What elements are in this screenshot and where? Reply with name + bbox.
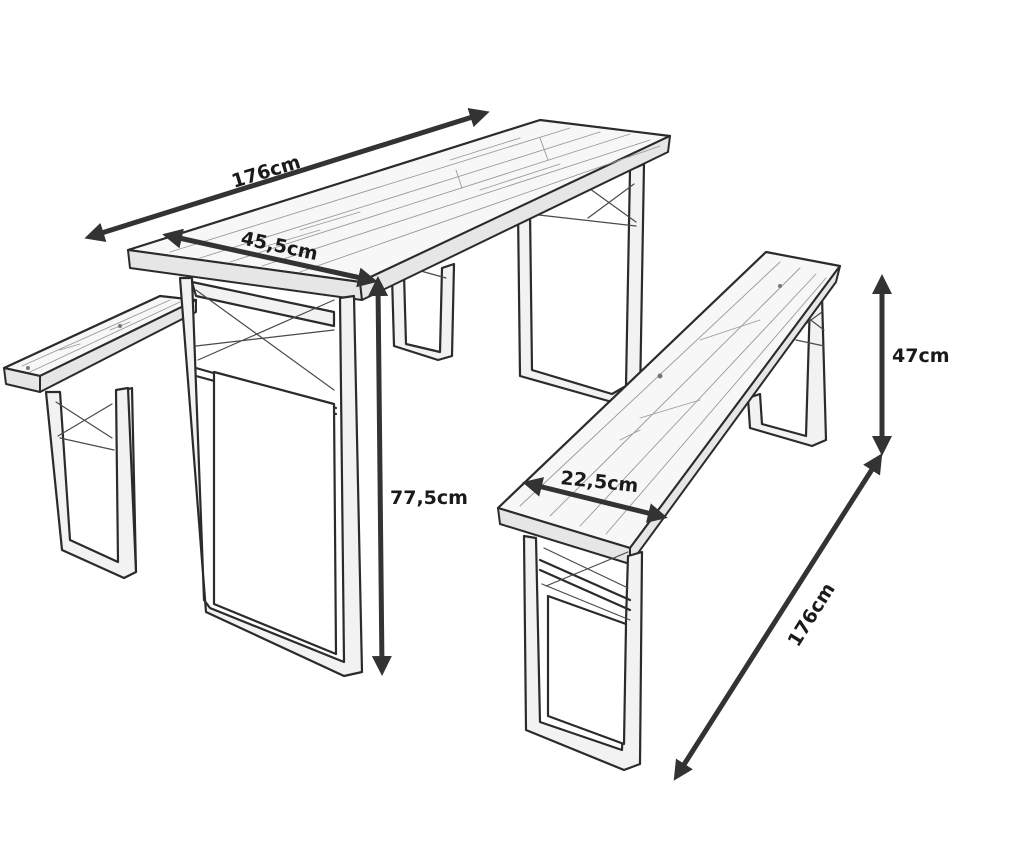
table-height-arrow — [368, 276, 392, 676]
dimension-arrows — [84, 108, 892, 781]
bench-length-arrow — [673, 453, 883, 781]
bench-height-label: 47cm — [892, 345, 950, 367]
table-length-label: 176cm — [229, 151, 303, 193]
table-width-arrow — [162, 228, 378, 288]
bench-top-grain — [519, 261, 827, 535]
table-length-arrow — [84, 108, 490, 242]
bench-width-arrow — [522, 477, 668, 523]
table-height-label: 77,5cm — [390, 487, 468, 509]
right-bench — [496, 250, 842, 772]
bench-length-label: 176cm — [784, 579, 840, 651]
left-bench — [2, 294, 198, 580]
